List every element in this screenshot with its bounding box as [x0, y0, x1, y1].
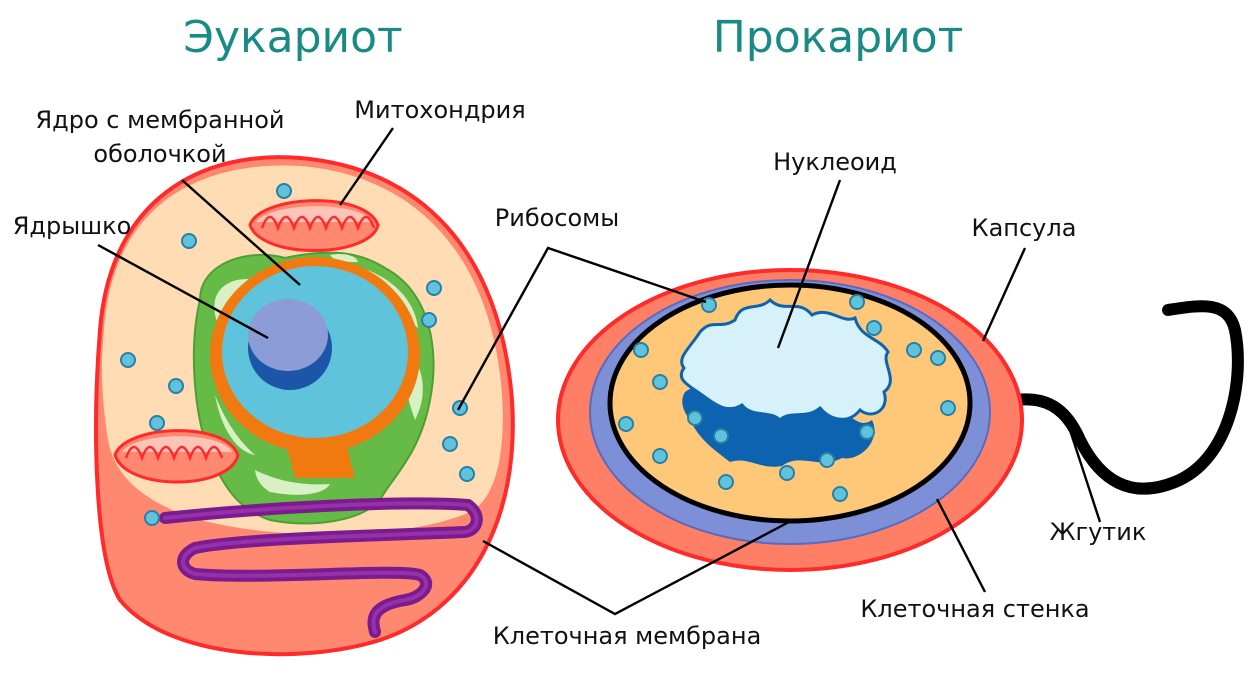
mitochondrion-upper	[250, 201, 378, 251]
label-mitochondria: Митохондрия	[354, 96, 525, 124]
label-nucleus-membrane-line2: оболочкой	[93, 140, 226, 168]
eukaryote-title: Эукариот	[183, 12, 402, 63]
label-flagellum: Жгутик	[1050, 518, 1147, 546]
prokaryote-title: Прокариот	[713, 12, 964, 63]
mitochondrion-lower	[115, 431, 238, 482]
label-ribosomes: Рибосомы	[495, 204, 620, 232]
label-capsule: Капсула	[972, 214, 1077, 242]
label-nucleoid: Нуклеоид	[773, 148, 897, 176]
label-nucleolus: Ядрышко	[13, 212, 132, 240]
label-cell-wall: Клеточная стенка	[860, 595, 1089, 623]
label-nucleus-membrane-line1: Ядро с мембранной	[35, 106, 284, 134]
eukaryotic-cell	[96, 157, 513, 654]
label-cell-membrane: Клеточная мембрана	[493, 622, 762, 650]
